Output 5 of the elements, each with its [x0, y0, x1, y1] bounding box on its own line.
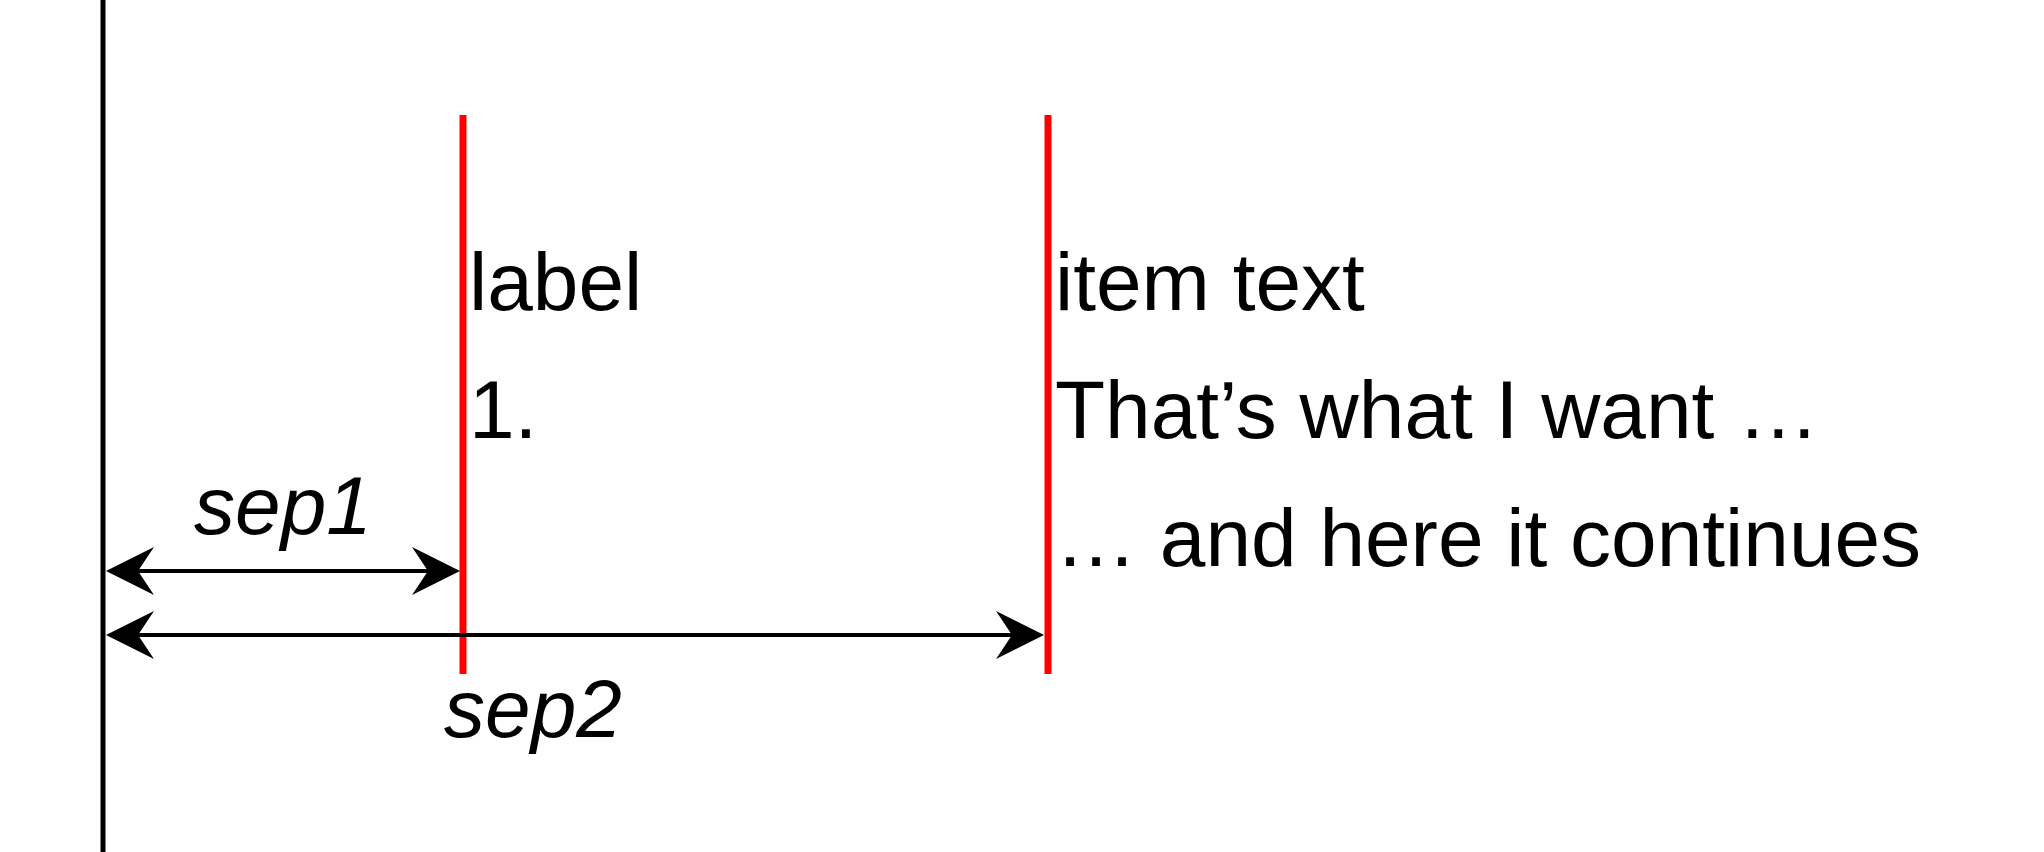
column-heading: label — [469, 241, 643, 323]
item-text: … and here it continues — [1055, 497, 1922, 579]
column-heading: item text — [1055, 241, 1365, 323]
list-number: 1. — [469, 369, 538, 451]
item-text: That’s what I want … — [1055, 369, 1820, 451]
